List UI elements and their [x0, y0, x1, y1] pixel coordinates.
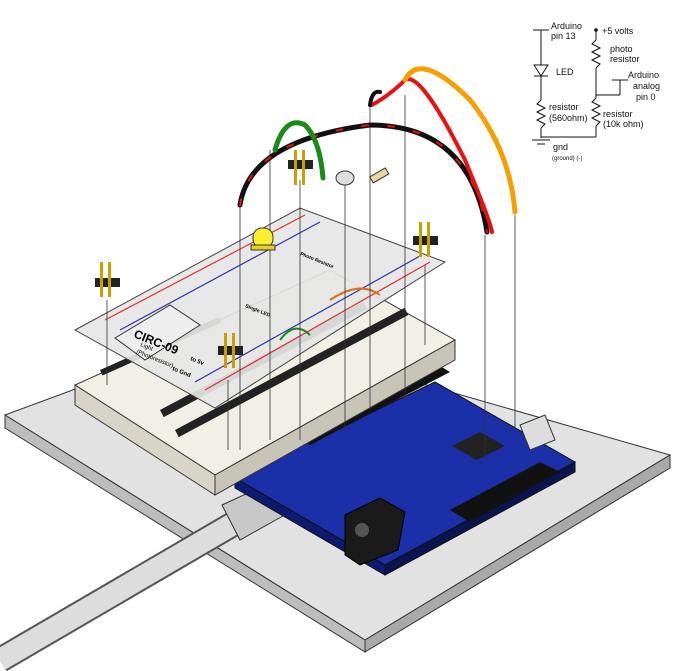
jumper-wires [237, 66, 518, 235]
circuit-schematic: Arduino pin 13 LED resistor (560ohm) gnd… [532, 21, 660, 162]
component-leads [106, 95, 516, 460]
resistor [369, 167, 390, 184]
svg-text:Arduino: Arduino [628, 70, 659, 80]
svg-text:resistor: resistor [603, 109, 633, 119]
svg-text:Light: Light [139, 342, 154, 353]
svg-text:resistor: resistor [610, 54, 640, 64]
photoresistor [335, 170, 355, 186]
svg-text:(560ohm): (560ohm) [549, 113, 588, 123]
svg-text:gnd: gnd [553, 142, 568, 152]
yellow-led [250, 227, 276, 251]
svg-text:(ground) (-): (ground) (-) [552, 156, 582, 162]
svg-text:(10k ohm): (10k ohm) [603, 119, 644, 129]
svg-text:photo: photo [610, 44, 633, 54]
arduino-board [233, 360, 577, 576]
svg-text:Arduino: Arduino [551, 21, 582, 31]
svg-text:to 5v: to 5v [189, 356, 205, 367]
svg-text:pin 0: pin 0 [636, 92, 656, 102]
circ09-overlay-sheet: CIRC-09 Light (Photoresistor) to 5v to G… [73, 207, 447, 409]
svg-text:analog: analog [633, 81, 660, 91]
svg-text:+5 volts: +5 volts [602, 26, 634, 36]
svg-text:resistor: resistor [549, 102, 579, 112]
pin-headers [95, 150, 438, 368]
svg-text:pin 13: pin 13 [551, 31, 576, 41]
svg-text:LED: LED [556, 67, 574, 77]
